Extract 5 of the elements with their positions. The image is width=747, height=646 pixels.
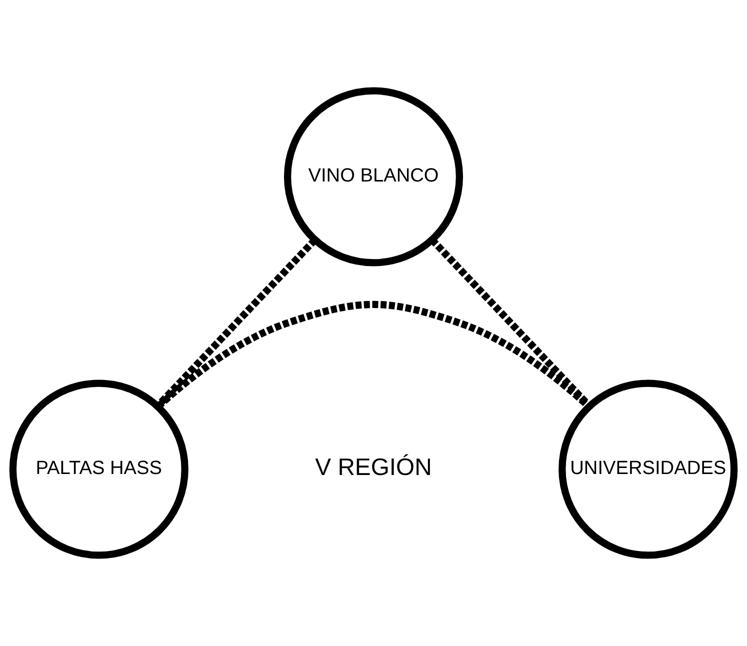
node-circle: VINO BLANCO	[284, 87, 464, 266]
connector	[429, 237, 592, 408]
node-circle: PALTAS HASS	[9, 380, 188, 559]
label: V REGIÓN	[315, 454, 432, 482]
node-circle: UNIVERSIDADES	[558, 380, 738, 559]
